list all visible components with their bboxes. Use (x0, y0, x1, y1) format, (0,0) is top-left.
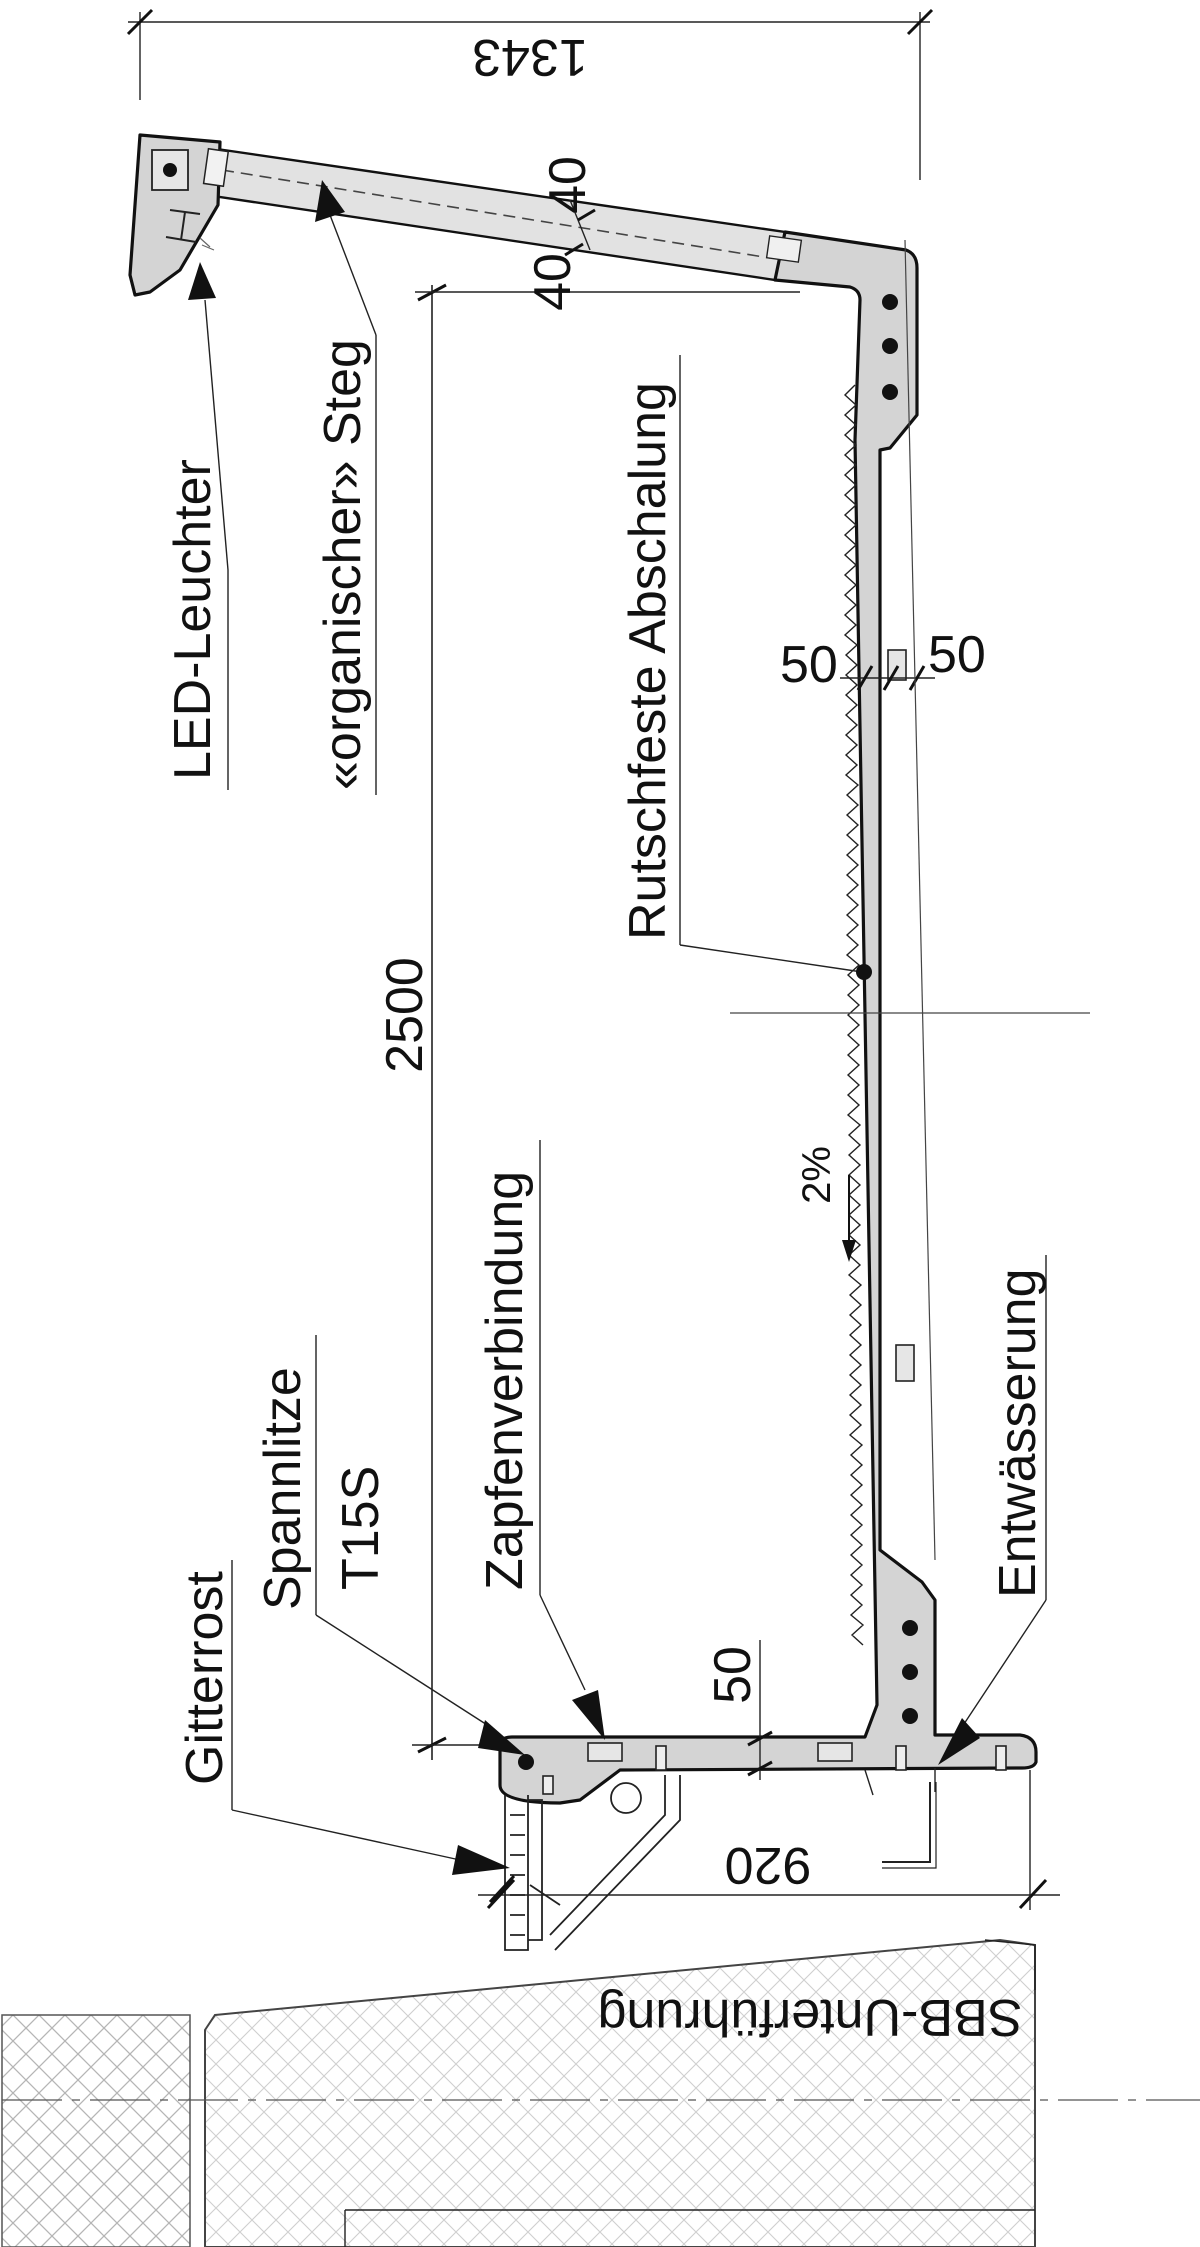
dimension-50-web (840, 665, 935, 691)
leader-gitterrost (231, 1560, 516, 1904)
dimension-bottom (478, 1770, 1060, 1910)
leader-steg (315, 180, 377, 795)
bridge-section (128, 133, 1038, 1951)
leader-led (188, 262, 229, 790)
label-organischer-steg: «organischer» Steg (314, 339, 372, 790)
dimension-40 (564, 199, 596, 257)
label-spannlitze: Spannlitze (254, 1367, 312, 1610)
label-gitterrost: Gitterrost (176, 1571, 234, 1785)
slope-arrow (842, 1175, 856, 1262)
gitterrost-bracket (504, 1775, 681, 1951)
sbb-label: SBB-Unterführung (598, 1988, 1023, 2046)
label-zapfenverbindung: Zapfenverbindung (476, 1171, 534, 1590)
dim-50-a: 50 (780, 636, 838, 694)
sbb-underpass (1, 1938, 1200, 2247)
dim-40-b: 40 (524, 253, 582, 311)
label-led-leuchter: LED-Leuchter (164, 459, 222, 780)
dim-width-bottom: 920 (725, 1836, 812, 1894)
label-t15s: T15S (332, 1466, 390, 1590)
spannlitze-tendon (518, 1754, 534, 1770)
leader-entwaesserung (938, 1255, 1047, 1765)
main-girder-section (498, 230, 1038, 1805)
dim-50-b: 50 (928, 626, 986, 684)
label-entwaesserung: Entwässerung (989, 1268, 1047, 1598)
label-rutschfeste-abschalung: Rutschfeste Abschalung (619, 382, 677, 940)
dimension-50-flange (747, 1640, 773, 1780)
slope-label: 2% (795, 1146, 839, 1204)
leader-abschalung (679, 355, 872, 980)
dim-height: 2500 (376, 957, 434, 1073)
leader-zapfen (539, 1140, 605, 1740)
dimension-top (126, 8, 934, 180)
dim-50-c: 50 (704, 1646, 762, 1704)
dimension-height (412, 283, 800, 1760)
dim-40-a: 40 (539, 156, 597, 214)
dim-width-top: 1343 (472, 28, 588, 86)
leader-spannlitze (315, 1335, 525, 1755)
